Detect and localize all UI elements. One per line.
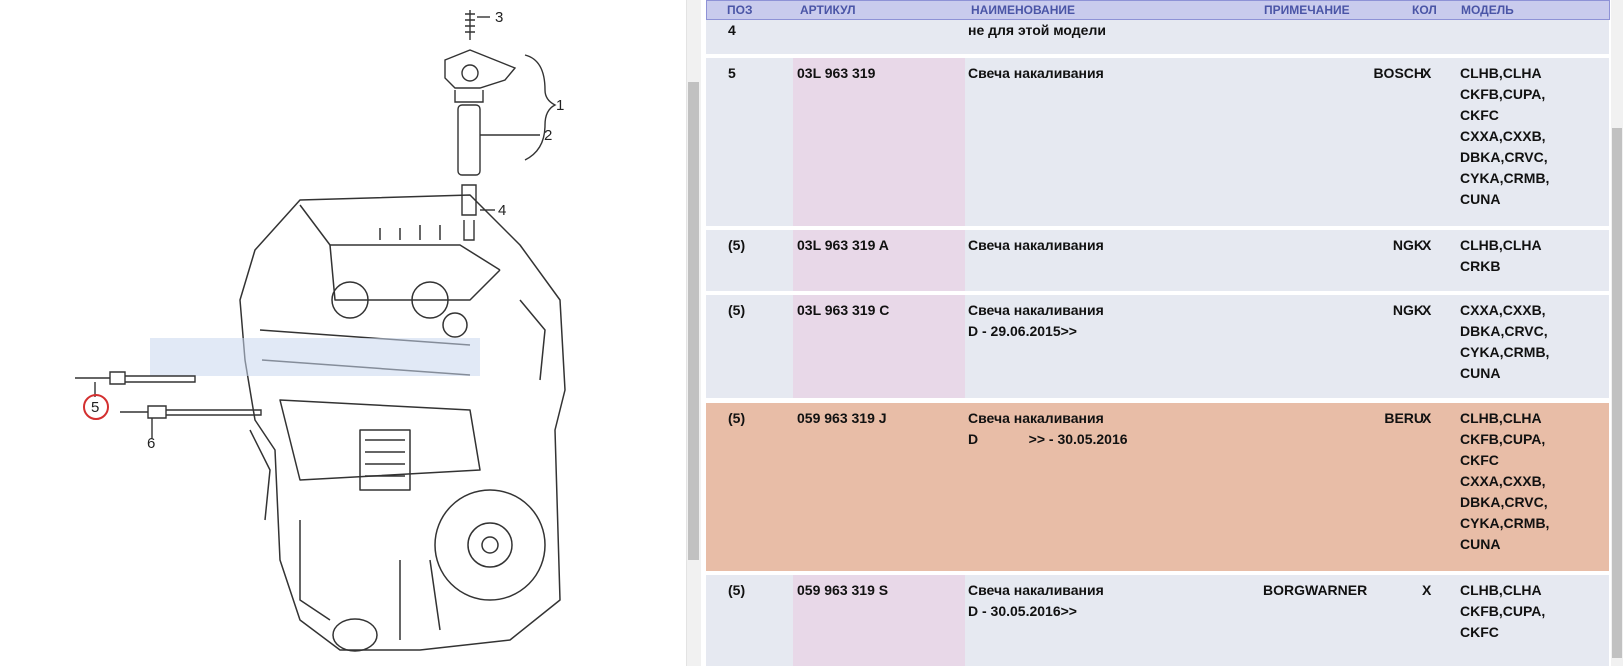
row-article[interactable]: 059 963 319 J xyxy=(797,410,887,426)
row-pos: 4 xyxy=(728,22,736,38)
callout-4[interactable]: 4 xyxy=(498,202,506,219)
table-row[interactable]: (5) 03L 963 319 A Свеча накаливания NGK … xyxy=(706,230,1609,291)
header-model[interactable]: МОДЕЛЬ xyxy=(1461,3,1514,17)
row-pos: (5) xyxy=(728,410,746,426)
table-scrollbar[interactable] xyxy=(1611,0,1623,666)
row-model: CLHB,CLHA CRKB xyxy=(1460,237,1542,274)
row-note: BORGWARNER xyxy=(1263,582,1368,598)
table-row[interactable]: (5) 059 963 319 S Свеча накаливания D - … xyxy=(706,575,1609,666)
row-note: NGK xyxy=(1392,302,1424,318)
callout-2[interactable]: 2 xyxy=(544,127,552,144)
row-name: Свеча накаливания D - 29.06.2015>> xyxy=(968,302,1104,339)
header-note[interactable]: ПРИМЕЧАНИЕ xyxy=(1264,3,1350,17)
table-header: ПОЗ АРТИКУЛ НАИМЕНОВАНИЕ ПРИМЕЧАНИЕ КОЛ … xyxy=(706,0,1610,20)
header-article[interactable]: АРТИКУЛ xyxy=(800,3,856,17)
watermark xyxy=(150,338,480,376)
article-cell xyxy=(793,58,965,226)
callout-5[interactable]: 5 xyxy=(91,399,99,416)
table-row[interactable]: (5) 03L 963 319 C Свеча накаливания D - … xyxy=(706,295,1609,398)
row-article[interactable]: 03L 963 319 C xyxy=(797,302,890,318)
table-row[interactable]: 5 03L 963 319 Свеча накаливания BOSCH X … xyxy=(706,58,1609,226)
header-pos[interactable]: ПОЗ xyxy=(727,3,753,17)
parts-table: ПОЗ АРТИКУЛ НАИМЕНОВАНИЕ ПРИМЕЧАНИЕ КОЛ … xyxy=(701,0,1611,666)
row-qty: X xyxy=(1422,410,1432,426)
table-row[interactable]: 4 не для этой модели xyxy=(706,20,1609,54)
article-cell xyxy=(793,403,965,571)
row-article[interactable]: 03L 963 319 A xyxy=(797,237,889,253)
diagram-scrollbar-thumb[interactable] xyxy=(688,82,699,560)
diagram-scrollbar[interactable] xyxy=(686,0,701,666)
injector-drawing xyxy=(444,10,557,241)
header-name[interactable]: НАИМЕНОВАНИЕ xyxy=(971,3,1075,17)
callout-1[interactable]: 1 xyxy=(556,97,564,114)
row-qty: X xyxy=(1422,582,1432,598)
row-model: CLHB,CLHA CKFB,CUPA, CKFC xyxy=(1460,582,1546,640)
row-pos: (5) xyxy=(728,582,746,598)
glow-plug-drawing xyxy=(75,371,262,438)
article-cell xyxy=(793,295,965,398)
row-article[interactable]: 059 963 319 S xyxy=(797,582,889,598)
row-qty: X xyxy=(1422,237,1432,253)
row-model: CXXA,CXXB, DBKA,CRVC, CYKA,CRMB, CUNA xyxy=(1460,302,1550,381)
row-pos: (5) xyxy=(728,302,746,318)
callout-6[interactable]: 6 xyxy=(147,435,155,452)
row-qty: X xyxy=(1422,65,1432,81)
parts-diagram: 3 1 2 4 5 6 xyxy=(0,0,685,666)
row-model: CLHB,CLHA CKFB,CUPA, CKFC CXXA,CXXB, DBK… xyxy=(1460,65,1550,207)
article-cell xyxy=(793,230,965,291)
row-note: BOSCH xyxy=(1373,65,1424,81)
header-qty[interactable]: КОЛ xyxy=(1412,3,1437,17)
row-article[interactable]: 03L 963 319 xyxy=(797,65,876,81)
callout-5-highlight-ring[interactable] xyxy=(83,394,109,420)
row-note: BERU xyxy=(1384,410,1424,426)
row-note: NGK xyxy=(1392,237,1424,253)
engine-diagram-illustration: 3 1 2 4 5 6 xyxy=(75,9,566,652)
row-name: Свеча накаливания xyxy=(968,237,1104,253)
row-model: CLHB,CLHA CKFB,CUPA, CKFC CXXA,CXXB, DBK… xyxy=(1460,410,1550,552)
row-qty: X xyxy=(1422,302,1432,318)
row-name: Свеча накаливания xyxy=(968,65,1104,81)
row-pos: 5 xyxy=(728,65,736,81)
engine-block-drawing xyxy=(239,194,566,652)
row-name: не для этой модели xyxy=(968,22,1106,38)
article-cell xyxy=(793,575,965,666)
row-name: Свеча накаливания D - 30.05.2016>> xyxy=(968,582,1104,619)
row-pos: (5) xyxy=(728,237,746,253)
row-name: Свеча накаливания D >> - 30.05.2016 xyxy=(968,410,1128,447)
callout-3[interactable]: 3 xyxy=(495,9,503,26)
table-scrollbar-thumb[interactable] xyxy=(1612,128,1622,658)
table-row-highlighted[interactable]: (5) 059 963 319 J Свеча накаливания D >>… xyxy=(706,403,1609,571)
